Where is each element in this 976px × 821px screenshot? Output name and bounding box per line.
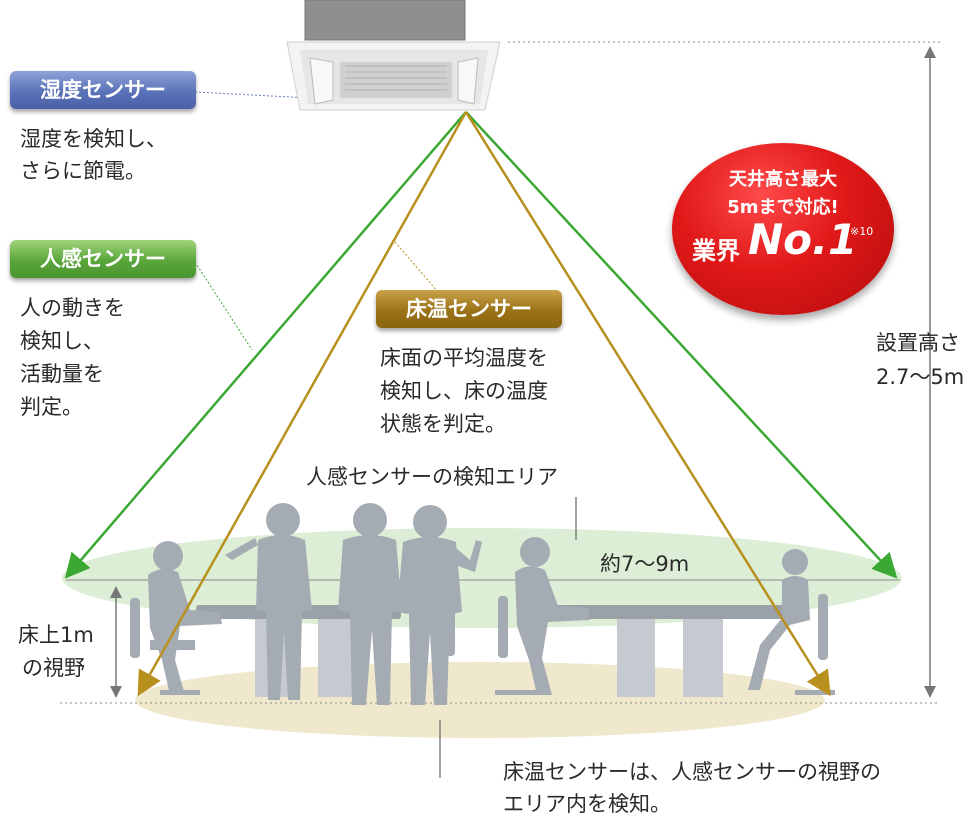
humidity-sensor-desc-2: さらに節電。 (20, 159, 146, 183)
human-sensor-label: 人感センサー (10, 240, 196, 278)
human-sensor-line-left (64, 111, 467, 579)
floor-sensor-line-right (464, 111, 831, 697)
human-leader (194, 261, 253, 351)
bottom-note-1: 床温センサーは、人感センサーの視野の (503, 760, 881, 784)
height-label-1: 設置高さ (876, 331, 960, 355)
floor-sensor-desc-3: 状態を判定。 (380, 412, 506, 436)
floor-sensor-line-left (137, 111, 468, 697)
humidity-sensor-label: 湿度センサー (10, 71, 196, 109)
detection-area-label: 人感センサーの検知エリア (306, 465, 558, 489)
floor-height-label-2: の視野 (22, 656, 85, 680)
badge-footnote: ※10 (850, 225, 874, 238)
floor-leader (394, 241, 439, 293)
badge-line-2: 5mまで対応! (727, 197, 839, 218)
badge-line-1: 天井高さ最大 (729, 169, 837, 190)
floor-sensor-desc-2: 検知し、床の温度 (380, 379, 548, 403)
people-silhouettes (130, 503, 835, 705)
floor-sensor-desc-1: 床面の平均温度を (380, 346, 548, 370)
badge-industry-text: 業界 (692, 237, 740, 265)
ceiling-height-badge: 天井高さ最大 5mまで対応! 業界 No.1 ※10 (672, 143, 894, 315)
height-label-2: 2.7〜5m (876, 365, 965, 389)
floor-sensor-label: 床温センサー (376, 290, 562, 328)
bottom-note-2: エリア内を検知。 (503, 792, 671, 816)
badge-no1-text: No.1 (748, 215, 858, 264)
width-label: 約7〜9m (600, 552, 690, 576)
humidity-sensor-desc-1: 湿度を検知し、 (20, 127, 167, 151)
humidity-leader (194, 91, 311, 99)
human-sensor-desc-3: 活動量を (20, 362, 104, 386)
ceiling-ac-unit (286, 0, 501, 111)
human-sensor-desc-1: 人の動きを (20, 296, 125, 320)
floor-height-label-1: 床上1m (18, 623, 94, 647)
human-sensor-desc-4: 判定。 (20, 395, 83, 419)
human-sensor-line-right (465, 111, 898, 579)
human-sensor-desc-2: 検知し、 (20, 329, 104, 353)
